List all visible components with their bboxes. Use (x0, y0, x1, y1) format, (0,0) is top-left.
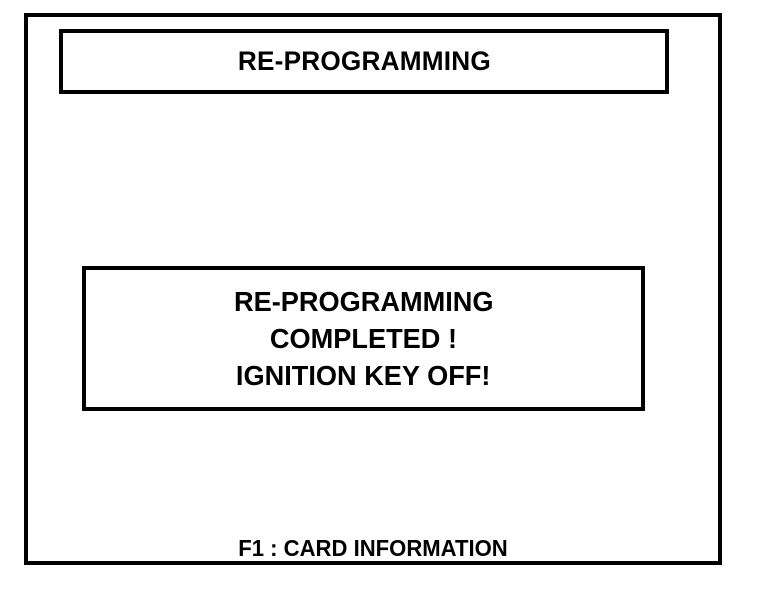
softkey-hint-f1-card-information[interactable]: F1 : CARD INFORMATION (238, 535, 508, 561)
status-message-line-1: RE-PROGRAMMING (233, 286, 494, 317)
status-message-line-3: IGNITION KEY OFF! (236, 360, 491, 391)
title-bar: RE-PROGRAMMING (59, 29, 669, 94)
status-message-box: RE-PROGRAMMING COMPLETED ! IGNITION KEY … (82, 266, 645, 411)
screen-frame: RE-PROGRAMMING RE-PROGRAMMING COMPLETED … (24, 13, 722, 565)
page-title: RE-PROGRAMMING (237, 46, 491, 76)
status-message-line-2: COMPLETED ! (269, 323, 458, 354)
